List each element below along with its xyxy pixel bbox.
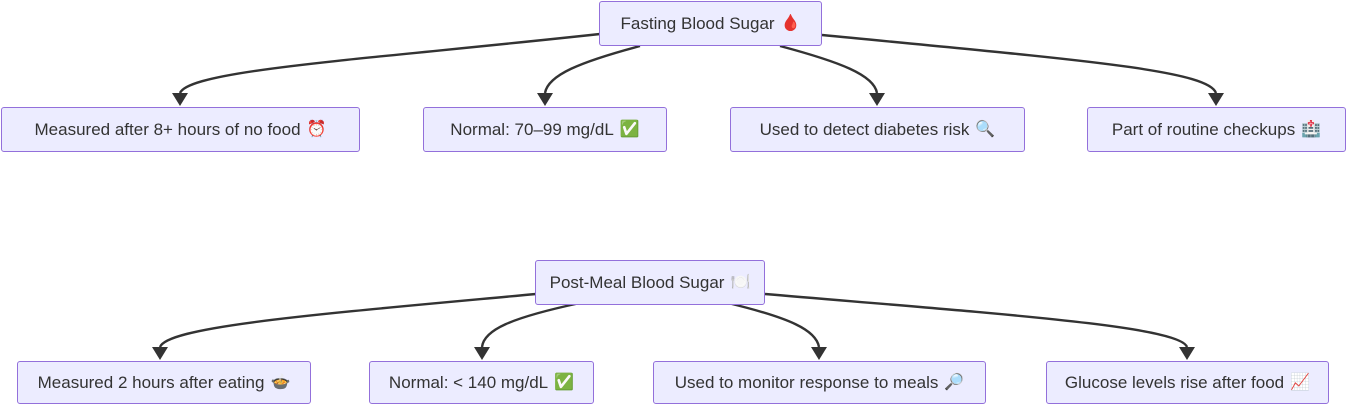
node-normal-under-140: Normal: < 140 mg/dL ✅	[369, 361, 594, 404]
node-normal-70-99: Normal: 70–99 mg/dL ✅	[423, 107, 667, 152]
plate-icon: 🍽️	[730, 273, 751, 291]
node-label: Used to monitor response to meals	[674, 373, 939, 392]
arrowhead-icon	[172, 93, 188, 106]
edge-fasting-to-measured	[178, 32, 601, 94]
food-bowl-icon: 🍲	[270, 373, 291, 391]
drop-of-blood-icon: 🩸	[780, 14, 801, 32]
node-label: Glucose levels rise after food	[1064, 373, 1285, 392]
chart-increasing-icon: 📈	[1290, 373, 1311, 391]
node-label: Measured after 8+ hours of no food	[34, 120, 301, 139]
magnifier-icon: 🔍	[975, 120, 996, 138]
edge-fasting-to-routine	[821, 33, 1218, 94]
arrowhead-icon	[152, 347, 168, 360]
node-measured-after-8-hours: Measured after 8+ hours of no food ⏰	[1, 107, 360, 152]
edge-postmeal-to-glucose	[764, 292, 1189, 348]
magnifier-icon: 🔎	[944, 373, 965, 391]
node-label: Measured 2 hours after eating	[37, 373, 265, 392]
node-label: Normal: 70–99 mg/dL	[450, 120, 614, 139]
node-glucose-levels-rise: Glucose levels rise after food 📈	[1046, 361, 1329, 404]
arrowhead-icon	[474, 347, 490, 360]
node-measured-2-hours: Measured 2 hours after eating 🍲	[17, 361, 311, 404]
node-monitor-response-to-meals: Used to monitor response to meals 🔎	[653, 361, 986, 404]
arrowhead-icon	[869, 93, 885, 106]
arrowhead-icon	[537, 93, 553, 106]
edge-postmeal-to-measured	[158, 292, 537, 348]
arrowhead-icon	[1208, 93, 1224, 106]
node-label: Part of routine checkups	[1111, 120, 1296, 139]
node-detect-diabetes-risk: Used to detect diabetes risk 🔍	[730, 107, 1025, 152]
hospital-icon: 🏥	[1301, 120, 1322, 138]
check-mark-icon: ✅	[619, 120, 640, 138]
alarm-clock-icon: ⏰	[306, 120, 327, 138]
edge-postmeal-to-normal	[480, 301, 581, 348]
edge-fasting-to-detect	[779, 44, 879, 94]
node-fasting-blood-sugar: Fasting Blood Sugar 🩸	[599, 1, 822, 46]
check-mark-icon: ✅	[554, 373, 575, 391]
node-label: Used to detect diabetes risk	[759, 120, 970, 139]
node-label: Fasting Blood Sugar	[620, 14, 775, 33]
edge-fasting-to-normal	[543, 44, 641, 94]
node-routine-checkups: Part of routine checkups 🏥	[1087, 107, 1346, 152]
node-post-meal-blood-sugar: Post-Meal Blood Sugar 🍽️	[535, 260, 765, 305]
arrowhead-icon	[1179, 347, 1195, 360]
node-label: Post-Meal Blood Sugar	[549, 273, 725, 292]
edge-postmeal-to-monitor	[727, 301, 821, 348]
arrowhead-icon	[811, 347, 827, 360]
node-label: Normal: < 140 mg/dL	[388, 373, 549, 392]
